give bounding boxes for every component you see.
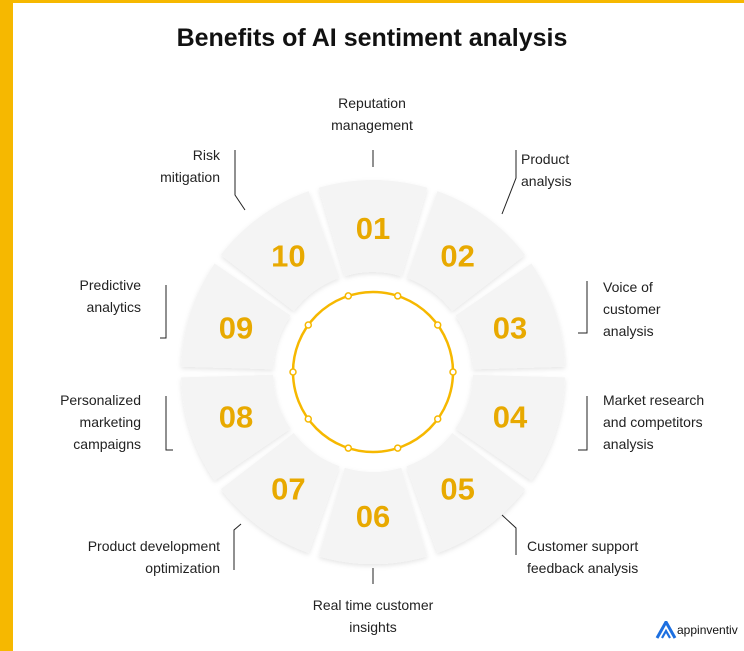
segment-number-08: 08 — [219, 399, 253, 434]
brand-name: appinventiv — [677, 623, 738, 637]
label-01-reputation-management: Reputation management — [310, 92, 434, 136]
segment-number-02: 02 — [440, 239, 474, 274]
label-03-voice-of-customer-analysis: Voice of customer analysis — [603, 276, 723, 342]
label-04-line-1: Market research — [603, 392, 705, 408]
accent-left-bar — [0, 0, 13, 651]
label-05-line-1: Customer support — [527, 538, 639, 554]
segment-01 — [318, 180, 428, 277]
label-06-line-2: insights — [349, 619, 397, 635]
label-08-line-1: Personalized — [60, 392, 141, 408]
leader-line-09 — [160, 285, 167, 339]
label-09-line-1: Predictive — [79, 277, 141, 293]
ring-dot — [449, 368, 457, 376]
label-07-product-development: Product development optimization — [40, 535, 220, 579]
accent-top-bar — [0, 0, 744, 3]
ring-dot — [344, 444, 353, 452]
leader-line-03 — [578, 281, 588, 334]
label-06-real-time-insights: Real time customer insights — [283, 594, 463, 638]
label-04-market-research: Market research and competitors analysis — [603, 389, 738, 455]
label-04-line-3: analysis — [603, 436, 654, 452]
label-01-line-1: Reputation — [338, 95, 406, 111]
label-04-line-2: and competitors — [603, 414, 703, 430]
segment-number-06: 06 — [356, 499, 390, 534]
label-05-line-2: feedback analysis — [527, 560, 639, 576]
label-03-line-1: Voice of — [603, 279, 653, 295]
leader-line-07 — [233, 523, 242, 570]
label-06-line-1: Real time customer — [312, 597, 434, 613]
segment-number-01: 01 — [356, 211, 390, 246]
ring-dot — [304, 321, 313, 329]
ring-dot — [304, 415, 313, 423]
leader-line-04 — [578, 396, 588, 451]
ring-dot — [433, 415, 442, 423]
label-07-line-2: optimization — [145, 560, 220, 576]
label-10-risk-mitigation: Risk mitigation — [110, 144, 220, 188]
label-03-line-2: customer — [603, 301, 661, 317]
brand-logo: appinventiv — [655, 620, 738, 640]
label-10-line-1: Risk — [192, 147, 220, 163]
page-title: Benefits of AI sentiment analysis — [176, 24, 568, 52]
leader-line-05 — [501, 514, 517, 555]
leader-line-08 — [165, 396, 173, 451]
label-09-line-2: analytics — [86, 299, 141, 315]
label-10-line-2: mitigation — [160, 169, 220, 185]
segment-07 — [220, 433, 340, 553]
segment-05 — [406, 433, 526, 553]
segment-03 — [455, 263, 565, 370]
label-08-line-2: marketing — [79, 414, 141, 430]
segment-02 — [406, 191, 526, 311]
segment-number-05: 05 — [440, 471, 474, 506]
ring-dot — [433, 321, 442, 329]
segment-06 — [318, 467, 428, 565]
segment-number-09: 09 — [219, 311, 253, 346]
ring-dot — [344, 292, 353, 300]
segment-number-10: 10 — [271, 239, 305, 274]
segment-08 — [181, 374, 291, 481]
segment-number-03: 03 — [493, 311, 527, 346]
ring-dot — [289, 368, 297, 376]
segment-04 — [455, 374, 565, 481]
leader-line-10 — [234, 150, 246, 211]
label-08-line-3: campaigns — [73, 436, 141, 452]
segment-number-07: 07 — [271, 471, 305, 506]
label-01-line-2: management — [331, 117, 413, 133]
label-08-personalized-marketing: Personalized marketing campaigns — [20, 389, 141, 455]
label-03-line-3: analysis — [603, 323, 654, 339]
leader-line-02 — [501, 150, 517, 215]
label-02-line-2: analysis — [521, 173, 572, 189]
label-02-product-analysis: Product analysis — [521, 148, 641, 192]
ring-dot — [393, 292, 402, 300]
segment-10 — [220, 191, 340, 311]
label-09-predictive-analytics: Predictive analytics — [30, 274, 141, 318]
label-05-customer-support: Customer support feedback analysis — [527, 535, 677, 579]
segment-number-04: 04 — [493, 399, 528, 434]
inner-ring — [291, 290, 455, 454]
triangle-logo-icon — [655, 621, 677, 639]
label-07-line-1: Product development — [87, 538, 220, 554]
ring-dot — [393, 444, 402, 452]
label-02-line-1: Product — [521, 151, 570, 167]
segment-09 — [181, 263, 291, 370]
